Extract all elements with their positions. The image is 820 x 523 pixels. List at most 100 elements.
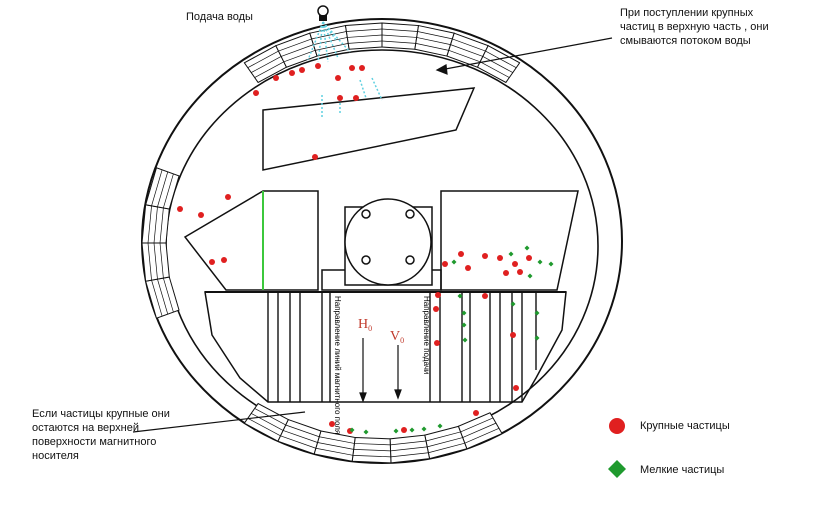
large-particle (435, 292, 441, 298)
water-jet (307, 21, 324, 61)
large-particle (337, 95, 343, 101)
carrier-line (247, 417, 281, 437)
carrier-line (462, 422, 497, 438)
legend-large-particle-icon (609, 418, 625, 434)
magnetic-bars (267, 292, 537, 402)
carrier-segment (145, 276, 180, 319)
carrier-line (251, 56, 282, 73)
carrier-line (163, 173, 174, 209)
carrier-line (415, 43, 449, 51)
large-particle (473, 410, 479, 416)
top-note-pointer (435, 37, 613, 75)
carrier-line (153, 242, 158, 280)
small-particle (461, 310, 467, 316)
large-particle (349, 65, 355, 71)
small-particle (534, 335, 540, 341)
large-particle (482, 253, 488, 259)
carrier-line (460, 417, 494, 433)
top-note: При поступлении крупных частиц в верхную… (620, 7, 769, 47)
water-jet (322, 21, 329, 63)
carrier-line (254, 408, 286, 426)
carrier-line (485, 50, 517, 69)
small-particle (548, 261, 554, 267)
carrier-line (416, 37, 451, 45)
water-jet (371, 77, 383, 101)
large-particle (513, 385, 519, 391)
large-particle (442, 261, 448, 267)
legend-small-particle-icon (608, 460, 626, 478)
large-particle (512, 261, 518, 267)
upper-wash-plate (262, 87, 476, 171)
feed-direction-label: Направление подачи (422, 296, 431, 374)
carrier-line (254, 61, 284, 78)
carrier-line (381, 34, 417, 38)
carrier-line (247, 50, 279, 69)
large-particle (458, 251, 464, 257)
large-particle (510, 332, 516, 338)
large-particle (526, 255, 532, 261)
large-particle (517, 269, 523, 275)
large-particle (299, 67, 305, 73)
small-particle (537, 259, 543, 265)
large-particle (209, 259, 215, 265)
small-particle (409, 427, 415, 433)
legend-large-label: Крупные частицы (640, 420, 730, 432)
small-particle (457, 293, 463, 299)
large-particle (497, 255, 503, 261)
carrier-segment (313, 430, 356, 462)
bottom-note-pointer (132, 411, 306, 433)
magnetic-carrier-segments (141, 22, 521, 464)
symbol-v0: V0 (390, 329, 404, 345)
right-hopper (440, 190, 579, 291)
large-particle (289, 70, 295, 76)
carrier-line (251, 413, 284, 431)
carrier-segment (145, 167, 180, 210)
large-particle (221, 257, 227, 263)
carrier-line (482, 56, 513, 73)
small-particle (527, 273, 533, 279)
carrier-line (278, 38, 312, 52)
carrier-line (346, 28, 383, 32)
large-particle (503, 270, 509, 276)
feed-direction-arrow (394, 345, 402, 400)
left-hopper (183, 190, 319, 291)
carrier-line (147, 205, 152, 244)
carrier-line (427, 437, 463, 448)
water-nozzle (317, 5, 329, 21)
large-particle (335, 75, 341, 81)
small-particle (451, 259, 457, 265)
carrier-line (381, 28, 418, 32)
carrier-line (390, 446, 428, 452)
carrier-line (285, 424, 320, 438)
water-supply-label: Подача воды (186, 11, 253, 23)
water-spray (307, 21, 383, 118)
large-particle (312, 154, 318, 160)
small-particle (393, 428, 399, 434)
small-particle (349, 427, 355, 433)
bottom-note: Если частицы крупные они остаются на вер… (32, 408, 170, 462)
small-particle (363, 429, 369, 435)
carrier-line (390, 440, 427, 446)
carrier-line (153, 206, 158, 244)
large-particle (273, 75, 279, 81)
carrier-line (347, 34, 383, 38)
carrier-line (390, 452, 429, 458)
carrier-line (159, 207, 164, 244)
carrier-line (151, 169, 163, 206)
carrier-line (464, 428, 500, 444)
water-jet (322, 21, 351, 53)
small-particle (437, 423, 443, 429)
large-particle (177, 206, 183, 212)
carrier-line (151, 280, 163, 317)
field-direction-arrow (359, 338, 367, 403)
carrier-line (159, 242, 164, 279)
carrier-line (352, 454, 391, 458)
large-particle (433, 306, 439, 312)
carrier-line (283, 50, 316, 63)
carrier-line (348, 40, 383, 44)
carrier-line (417, 31, 453, 40)
small-particle (510, 301, 516, 307)
large-particle (465, 265, 471, 271)
carrier-segment (243, 402, 289, 442)
